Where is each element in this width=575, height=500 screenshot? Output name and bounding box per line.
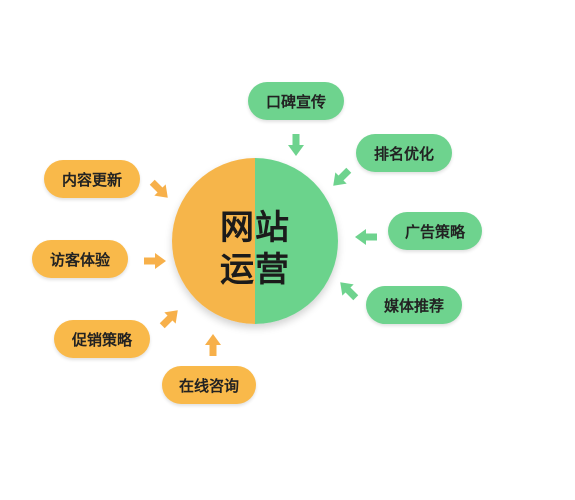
node-fangke: 访客体验 bbox=[32, 240, 128, 278]
arrow-icon-guanggao bbox=[355, 229, 377, 245]
node-guanggao: 广告策略 bbox=[388, 212, 482, 250]
node-label: 口碑宣传 bbox=[265, 92, 326, 111]
node-zaixian: 在线咨询 bbox=[162, 366, 256, 404]
node-neirong: 内容更新 bbox=[44, 160, 140, 198]
node-cuxiao: 促销策略 bbox=[54, 320, 150, 358]
node-label: 在线咨询 bbox=[178, 376, 239, 395]
center-left-half bbox=[172, 158, 255, 324]
arrow-icon-zaixian bbox=[205, 334, 221, 356]
center-right-half bbox=[255, 158, 338, 324]
center-circle: 网站 运营 bbox=[172, 158, 338, 324]
arrow-icon-paiming bbox=[333, 167, 352, 186]
node-label: 媒体推荐 bbox=[383, 296, 444, 315]
node-label: 内容更新 bbox=[61, 170, 122, 189]
node-label: 访客体验 bbox=[49, 250, 110, 269]
center-title-line1: 网站 bbox=[220, 208, 290, 248]
node-label: 促销策略 bbox=[71, 330, 132, 349]
arrow-icon-meiti bbox=[340, 282, 359, 301]
node-label: 排名优化 bbox=[373, 144, 434, 163]
node-koubei: 口碑宣传 bbox=[248, 82, 344, 120]
node-label: 广告策略 bbox=[404, 222, 465, 241]
arrow-icon-koubei bbox=[288, 134, 304, 156]
node-paiming: 排名优化 bbox=[356, 134, 452, 172]
arrow-icon-neirong bbox=[149, 179, 168, 198]
arrow-icon-fangke bbox=[144, 253, 166, 269]
center-title-line2: 运营 bbox=[220, 250, 290, 290]
arrow-icon-cuxiao bbox=[159, 310, 178, 329]
node-meiti: 媒体推荐 bbox=[366, 286, 462, 324]
